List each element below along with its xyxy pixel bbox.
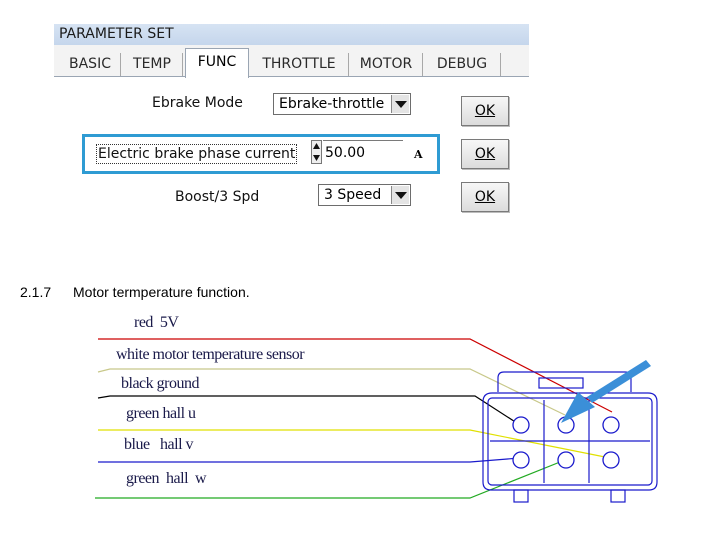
boost-label: Boost/3 Spd bbox=[175, 189, 260, 205]
pin-6 bbox=[602, 451, 620, 469]
wire-green bbox=[95, 459, 566, 499]
wire-label-red: red 5V bbox=[134, 314, 179, 331]
ebrake-mode-select[interactable]: Ebrake-throttle bbox=[273, 93, 411, 115]
pin-4 bbox=[512, 451, 530, 469]
ebrake-mode-ok-button[interactable]: OK bbox=[461, 96, 509, 126]
brake-current-ok-button[interactable]: OK bbox=[461, 139, 509, 169]
boost-ok-button[interactable]: OK bbox=[461, 182, 509, 212]
tab-strip: BASIC TEMP FUNC THROTTLE MOTOR DEBUG bbox=[54, 45, 529, 78]
tab-basic[interactable]: BASIC bbox=[60, 53, 121, 76]
pointer-arrow bbox=[561, 360, 651, 423]
highlight-box bbox=[82, 134, 440, 174]
wire-label-black: black ground bbox=[121, 375, 199, 392]
tab-temp[interactable]: TEMP bbox=[122, 53, 183, 76]
section-number: 2.1.7 bbox=[20, 284, 52, 300]
wire-label-hall-w: green hall w bbox=[126, 470, 207, 487]
chevron-down-icon[interactable] bbox=[391, 186, 409, 204]
brake-current-input[interactable]: 50.00 bbox=[323, 140, 403, 164]
ebrake-mode-value: Ebrake-throttle bbox=[279, 96, 385, 112]
unit-label: A bbox=[414, 148, 423, 161]
boost-select[interactable]: 3 Speed bbox=[318, 184, 411, 206]
panel-title: PARAMETER SET bbox=[54, 24, 529, 45]
tab-func[interactable]: FUNC bbox=[185, 48, 249, 78]
wire-yellow bbox=[98, 429, 611, 459]
tab-throttle[interactable]: THROTTLE bbox=[250, 53, 349, 76]
pin-3 bbox=[602, 416, 620, 434]
boost-value: 3 Speed bbox=[324, 187, 382, 203]
tab-motor[interactable]: MOTOR bbox=[350, 53, 423, 76]
spinner-icon[interactable] bbox=[311, 140, 322, 164]
ebrake-mode-label: Ebrake Mode bbox=[152, 95, 243, 111]
wire-label-hall-v: blue hall v bbox=[124, 436, 194, 453]
wire-white bbox=[97, 368, 566, 416]
brake-current-label: Electric brake phase current bbox=[96, 144, 298, 164]
chevron-down-icon[interactable] bbox=[391, 95, 409, 113]
section-title: Motor termperature function. bbox=[73, 284, 250, 300]
wire-label-white: white motor temperature sensor bbox=[116, 346, 305, 363]
pin-5 bbox=[557, 451, 575, 469]
wire-blue bbox=[98, 457, 521, 463]
wire-label-hall-u: green hall u bbox=[126, 405, 196, 422]
pin-1 bbox=[512, 416, 530, 434]
wire-black bbox=[97, 395, 521, 426]
tab-debug[interactable]: DEBUG bbox=[424, 53, 501, 76]
